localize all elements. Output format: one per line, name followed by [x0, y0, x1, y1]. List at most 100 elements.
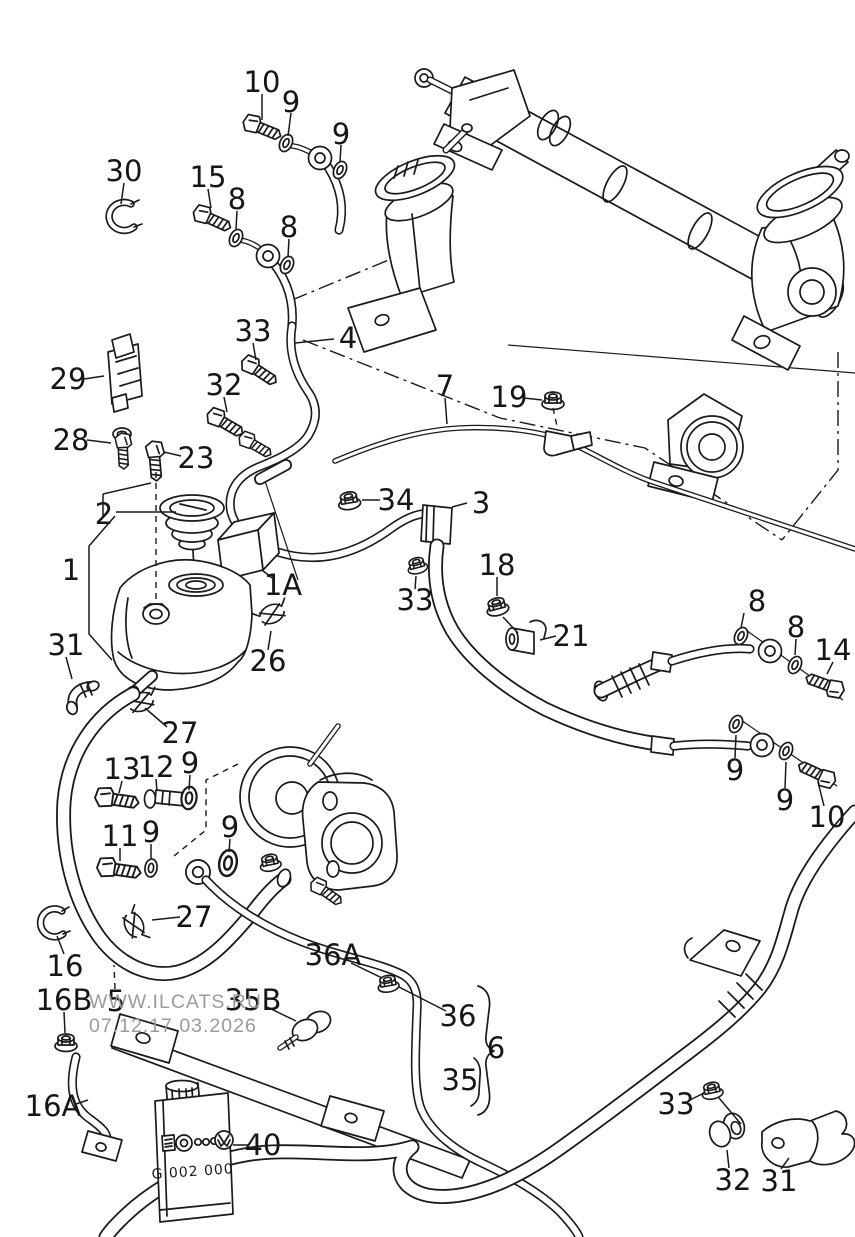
- assembly-1-bracket: [88, 482, 152, 661]
- o-ring-9: [215, 847, 241, 879]
- callout-16A: 16A: [24, 1089, 82, 1123]
- watermark-site: WWW.ILCATS.RU: [89, 991, 262, 1013]
- callout-7: 7: [435, 369, 455, 403]
- grommet-21: [505, 619, 547, 655]
- banjo-bolt-10: [793, 756, 840, 792]
- nut-33: [699, 1079, 725, 1102]
- callout-33: 33: [657, 1087, 695, 1121]
- callout-32: 32: [205, 368, 243, 402]
- callout-2: 2: [94, 497, 114, 531]
- callout-33: 33: [396, 583, 434, 617]
- washer-9: [725, 712, 747, 736]
- callout-27: 27: [175, 900, 213, 934]
- callout-4: 4: [338, 321, 358, 355]
- bottom-left-parts: [36, 905, 123, 1162]
- callout-14: 14: [814, 633, 852, 667]
- callout-19: 19: [490, 380, 528, 414]
- grommet-35B: [280, 1010, 332, 1049]
- pump-assembly: [92, 726, 398, 910]
- callout-16: 16: [46, 949, 84, 983]
- watermark: WWW.ILCATS.RU 07.12.17 03.2026: [89, 990, 262, 1038]
- bracket-16A: [72, 1057, 123, 1162]
- hose-bracket: [689, 929, 761, 977]
- nut-16B: [54, 1033, 78, 1053]
- reservoir-tank-1: [110, 558, 253, 691]
- screw-32: [235, 427, 277, 462]
- hose-3: [435, 546, 748, 756]
- clamp-26: [251, 597, 293, 631]
- leader-lines: [56, 94, 834, 1170]
- callout-8: 8: [227, 182, 247, 216]
- bolt-11: [94, 854, 144, 883]
- bottom-right-clamp-parts: [699, 1079, 855, 1168]
- seal-8: [225, 226, 247, 250]
- left-fasteners: [107, 333, 283, 483]
- elbow-31: [65, 680, 100, 716]
- banjo-eye: [255, 243, 281, 269]
- callout-1: 1: [61, 553, 81, 587]
- callout-16B: 16B: [35, 983, 93, 1017]
- callout-40: 40: [244, 1128, 282, 1162]
- callout-1A: 1A: [263, 568, 303, 602]
- banjo-bolt-14: [801, 669, 848, 702]
- callout-34: 34: [377, 483, 415, 517]
- dots-icon: [193, 1136, 219, 1147]
- callout-23: 23: [177, 441, 215, 475]
- bolt-33: [237, 351, 283, 390]
- callout-9: 9: [331, 117, 351, 151]
- manual-icon: [161, 1134, 176, 1152]
- callout-9: 9: [220, 810, 240, 844]
- callout-5: 5: [106, 984, 126, 1018]
- pipe-4: [230, 326, 453, 558]
- callout-32: 32: [714, 1163, 752, 1197]
- bolt-13: [92, 784, 142, 813]
- seal-8: [784, 653, 806, 677]
- bracket-31: [761, 1110, 855, 1168]
- callout-36: 36: [439, 999, 477, 1033]
- brace-6: [477, 985, 495, 1116]
- callout-35: 35: [441, 1063, 479, 1097]
- callout-9: 9: [180, 746, 200, 780]
- callout-6: 6: [486, 1031, 506, 1065]
- steering-rack: [347, 68, 850, 503]
- hose-coupling: [420, 504, 453, 545]
- nut-18: [483, 594, 511, 619]
- watermark-date: 07.12.17 03.2026: [89, 1015, 257, 1037]
- callout-36A: 36A: [304, 938, 362, 972]
- nut-34: [335, 489, 363, 513]
- callout-30: 30: [105, 154, 143, 188]
- callout-26: 26: [249, 644, 287, 678]
- seal-icon: [175, 1134, 193, 1152]
- callout-27: 27: [161, 716, 199, 750]
- callout-18: 18: [478, 548, 516, 582]
- callout-9: 9: [141, 815, 161, 849]
- brace-35: [470, 1057, 482, 1107]
- oil-bottle-40: G 002 000: [151, 1079, 234, 1223]
- callout-15: 15: [189, 160, 227, 194]
- callout-10: 10: [808, 800, 846, 834]
- reservoir-cap-2: [159, 494, 225, 621]
- washer-9: [775, 739, 797, 763]
- top-banjo-pipes: [105, 111, 351, 326]
- vw-logo-icon: [214, 1130, 234, 1150]
- callout-33: 33: [234, 314, 272, 348]
- nut-33: [404, 554, 430, 577]
- banjo-eye: [757, 638, 783, 664]
- callout-11: 11: [101, 819, 139, 853]
- nut-19: [541, 391, 565, 411]
- callout-8: 8: [747, 584, 767, 618]
- banjo-eye: [307, 145, 333, 171]
- clamp-27: [117, 904, 151, 946]
- callout-10: 10: [243, 65, 281, 99]
- washer-9: [142, 857, 160, 879]
- callout-13: 13: [103, 752, 141, 786]
- seal-8: [730, 624, 752, 648]
- callout-35B: 35B: [224, 983, 282, 1017]
- union-nut: [257, 851, 283, 874]
- reservoir-assembly: [65, 465, 299, 718]
- mount-bracket-35: [110, 1013, 471, 1179]
- callout-8: 8: [786, 610, 806, 644]
- bottle-part-number: G 002 000: [151, 1161, 234, 1183]
